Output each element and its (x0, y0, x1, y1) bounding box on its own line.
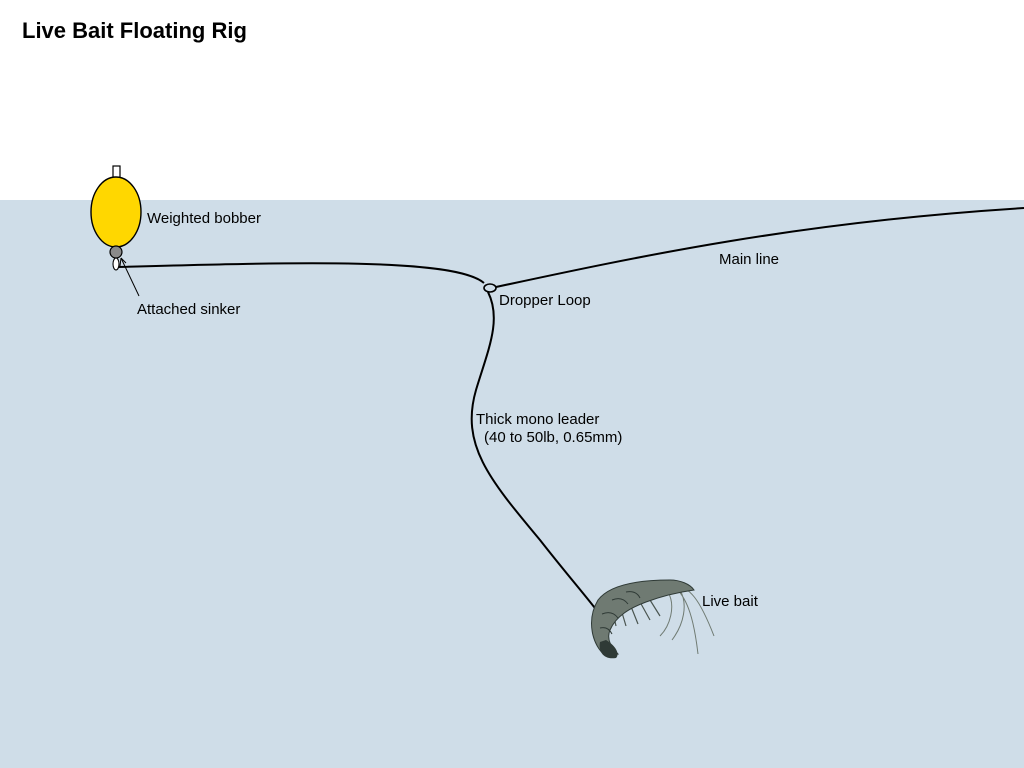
shrimp-tail (599, 640, 618, 659)
sinker-pointer-line (120, 257, 140, 297)
sinker-pointer-arrowhead (119, 257, 127, 267)
label-weighted-bobber: Weighted bobber (147, 210, 261, 227)
attached-sinker (109, 245, 123, 259)
shrimp-icon (591, 579, 715, 659)
shrimp-antennae (659, 583, 715, 655)
mono-leader-line (470, 291, 599, 613)
shrimp-segments (599, 591, 641, 635)
label-dropper-loop: Dropper Loop (499, 292, 591, 309)
dropper-loop (483, 283, 497, 293)
label-leader-line1: Thick mono leader (476, 411, 599, 428)
weighted-bobber (90, 165, 142, 271)
label-main-line: Main line (719, 251, 779, 268)
label-leader-line2: (40 to 50lb, 0.65mm) (484, 429, 622, 446)
main-line (495, 207, 1024, 288)
bobber-body (90, 176, 142, 248)
label-attached-sinker: Attached sinker (137, 301, 240, 318)
diagram-title: Live Bait Floating Rig (22, 18, 247, 43)
label-live-bait: Live bait (702, 593, 759, 610)
bobber-line (117, 262, 485, 284)
water-area (0, 200, 1024, 768)
sinker-eyelet (112, 257, 120, 271)
